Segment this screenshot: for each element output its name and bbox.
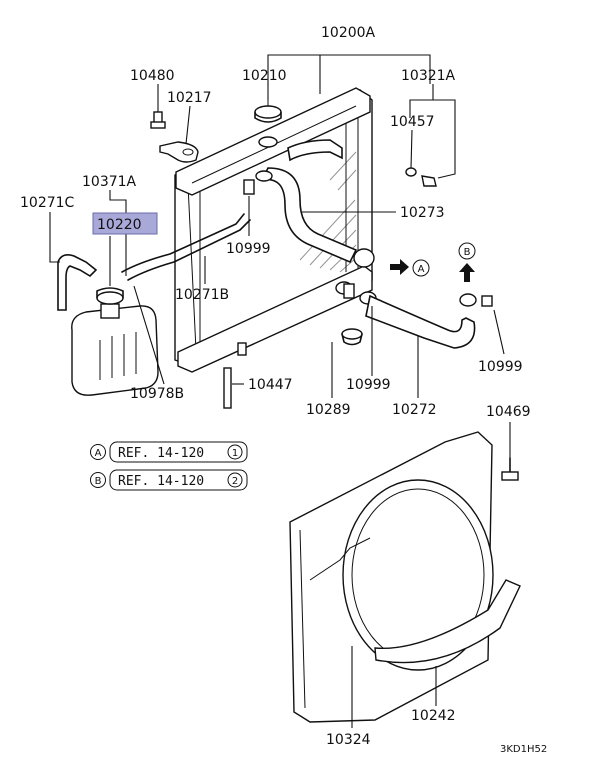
label-10999-a: 10999: [226, 241, 271, 257]
lower-shroud: [374, 579, 521, 664]
label-10273: 10273: [400, 205, 445, 221]
mounting-bracket: [159, 141, 199, 163]
label-10469: 10469: [486, 404, 531, 420]
label-10210: 10210: [242, 68, 287, 84]
reserve-tank-hose: [121, 213, 251, 281]
grommet: [341, 328, 363, 346]
label-10200A: 10200A: [321, 25, 376, 41]
lower-radiator-hose: [365, 294, 476, 349]
ref-row-b: B REF. 14-120 2: [90, 469, 248, 491]
bolt: [150, 111, 166, 129]
label-10978B: 10978B: [130, 386, 184, 402]
arrow-a: A: [390, 259, 430, 277]
label-10289: 10289: [306, 402, 351, 418]
overflow-hose: [57, 254, 98, 311]
leader-lines: [49, 54, 511, 728]
label-10371A: 10371A: [82, 174, 137, 190]
label-10220: 10220: [97, 217, 142, 233]
label-10321A: 10321A: [401, 68, 456, 84]
small-clamps: [243, 179, 493, 307]
upper-radiator-hose: [260, 167, 358, 264]
label-10242: 10242: [411, 708, 456, 724]
highlight-10220: [92, 212, 158, 235]
shroud-bolt: [501, 457, 519, 481]
diagram-code: 3KD1H52: [500, 744, 547, 755]
radiator-cap: [254, 100, 282, 123]
label-10324: 10324: [326, 732, 371, 748]
ref-b-marker: B: [95, 476, 102, 487]
ref-b-text: REF. 14-120: [118, 474, 204, 489]
arrow-a-label: A: [418, 264, 425, 275]
label-10457: 10457: [390, 114, 435, 130]
label-10480: 10480: [130, 68, 175, 84]
label-10447: 10447: [248, 377, 293, 393]
label-10271B: 10271B: [175, 287, 229, 303]
ref-row-a: A REF. 14-120 1: [90, 441, 248, 463]
ref-a-marker: A: [95, 448, 102, 459]
arrow-b: B: [458, 242, 476, 282]
fan-shroud: [289, 431, 494, 723]
arrow-b-label: B: [464, 247, 471, 258]
label-10271C: 10271C: [20, 195, 75, 211]
ref-b-number: 2: [232, 476, 238, 487]
ref-a-text: REF. 14-120: [118, 446, 204, 461]
drain-tube: [223, 367, 232, 409]
label-10217: 10217: [167, 90, 212, 106]
reference-legend: A REF. 14-120 1 B REF. 14-120 2: [90, 441, 248, 491]
ref-a-number: 1: [232, 448, 238, 459]
radiator-core: [174, 87, 373, 373]
reserve-tank: [71, 287, 159, 396]
upper-hose-inlet: [287, 139, 343, 162]
label-10999-c: 10999: [478, 359, 523, 375]
drain-plug: [405, 167, 437, 187]
label-10999-b: 10999: [346, 377, 391, 393]
label-10272: 10272: [392, 402, 437, 418]
